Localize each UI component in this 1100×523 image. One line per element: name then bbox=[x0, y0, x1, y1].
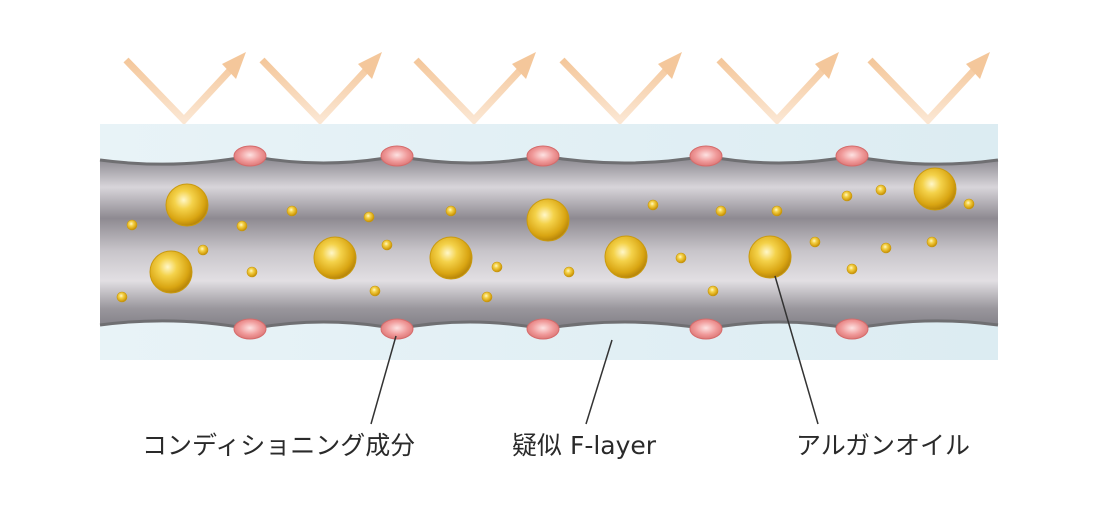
leader-line-conditioning bbox=[370, 335, 397, 425]
oil-droplet-4 bbox=[429, 236, 473, 280]
oil-droplet-21 bbox=[563, 266, 575, 278]
oil-droplet-8 bbox=[913, 167, 957, 211]
oil-droplet-2 bbox=[149, 250, 193, 294]
oil-droplet-14 bbox=[286, 205, 298, 217]
oil-droplet-29 bbox=[841, 190, 853, 202]
oil-droplet-11 bbox=[236, 220, 248, 232]
oil-droplet-23 bbox=[675, 252, 687, 264]
oil-droplet-33 bbox=[963, 198, 975, 210]
oil-droplet-30 bbox=[875, 184, 887, 196]
reflection-arrow-icon bbox=[867, 52, 990, 126]
label-argan-oil: アルガンオイル bbox=[796, 431, 970, 460]
conditioning-nodule-lower-4 bbox=[689, 318, 723, 340]
conditioning-nodule-lower-3 bbox=[526, 318, 560, 340]
oil-droplet-27 bbox=[809, 236, 821, 248]
oil-droplet-3 bbox=[313, 236, 357, 280]
oil-droplet-6 bbox=[604, 235, 648, 279]
hair-core bbox=[100, 156, 998, 329]
conditioning-nodule-lower-2 bbox=[380, 318, 414, 340]
leader-line-f-layer bbox=[585, 339, 613, 425]
oil-droplet-16 bbox=[381, 239, 393, 251]
conditioning-nodule-upper-5 bbox=[835, 145, 869, 167]
leader-line-argan bbox=[774, 275, 819, 425]
oil-droplet-5 bbox=[526, 198, 570, 242]
reflection-arrows bbox=[123, 52, 990, 126]
conditioning-nodule-upper-1 bbox=[233, 145, 267, 167]
oil-droplet-32 bbox=[926, 236, 938, 248]
reflection-arrow-icon bbox=[123, 52, 246, 126]
reflection-arrow-icon bbox=[413, 52, 536, 126]
oil-droplet-12 bbox=[197, 244, 209, 256]
conditioning-nodule-lower-5 bbox=[835, 318, 869, 340]
oil-droplet-28 bbox=[846, 263, 858, 275]
label-f-layer: 疑似 F-layer bbox=[512, 431, 657, 460]
conditioning-nodule-upper-3 bbox=[526, 145, 560, 167]
label-conditioning: コンディショニング成分 bbox=[142, 431, 415, 460]
oil-droplet-1 bbox=[165, 183, 209, 227]
oil-droplet-17 bbox=[369, 285, 381, 297]
reflection-arrow-icon bbox=[559, 52, 682, 126]
oil-droplet-9 bbox=[126, 219, 138, 231]
oil-droplet-7 bbox=[748, 235, 792, 279]
oil-droplet-18 bbox=[445, 205, 457, 217]
oil-droplet-24 bbox=[715, 205, 727, 217]
oil-droplet-13 bbox=[246, 266, 258, 278]
oil-droplet-22 bbox=[647, 199, 659, 211]
reflection-arrow-icon bbox=[259, 52, 382, 126]
oil-droplet-19 bbox=[491, 261, 503, 273]
oil-droplet-20 bbox=[481, 291, 493, 303]
conditioning-nodule-upper-4 bbox=[689, 145, 723, 167]
oil-droplet-31 bbox=[880, 242, 892, 254]
oil-droplet-25 bbox=[771, 205, 783, 217]
oil-droplet-26 bbox=[707, 285, 719, 297]
reflection-arrow-icon bbox=[716, 52, 839, 126]
conditioning-nodule-lower-1 bbox=[233, 318, 267, 340]
oil-droplet-15 bbox=[363, 211, 375, 223]
argan-oil-droplets bbox=[116, 167, 975, 303]
conditioning-nodule-upper-2 bbox=[380, 145, 414, 167]
oil-droplet-10 bbox=[116, 291, 128, 303]
conditioning-nodules bbox=[233, 145, 869, 340]
